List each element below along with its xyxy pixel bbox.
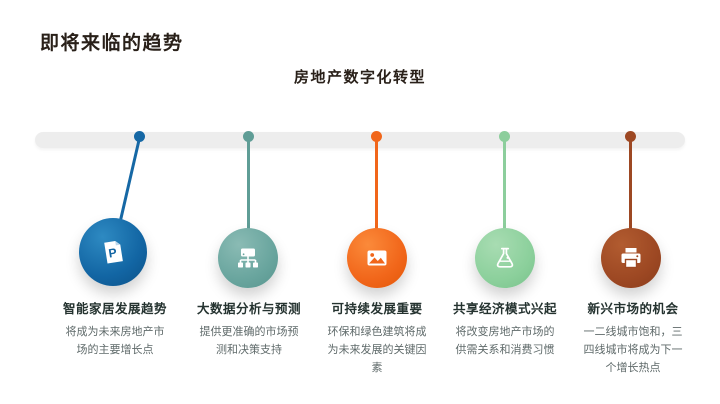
item-description: 将改变房地产市场的供需关系和消费习惯 bbox=[455, 326, 555, 356]
item-heading: 可持续发展重要 bbox=[331, 302, 423, 316]
timeline-dot-3 bbox=[371, 131, 382, 142]
item-description: 提供更准确的市场预测和决策支持 bbox=[199, 326, 299, 356]
flask-icon bbox=[496, 247, 514, 268]
item-circle-2 bbox=[218, 228, 278, 288]
item-description: 一二线城市饱和，三四线城市将成为下一个增长热点 bbox=[583, 326, 683, 374]
pendulum-line-3 bbox=[375, 140, 378, 232]
item-heading: 大数据分析与预测 bbox=[196, 302, 301, 316]
item-heading: 共享经济模式兴起 bbox=[452, 302, 557, 316]
timeline-dot-1 bbox=[134, 131, 145, 142]
pendulum-line-4 bbox=[503, 140, 506, 232]
pendulum-line-5 bbox=[629, 140, 632, 232]
timeline-item-5: 新兴市场的机会 一二线城市饱和，三四线城市将成为下一个增长热点 bbox=[567, 298, 699, 377]
timeline-item-4: 共享经济模式兴起 将改变房地产市场的供需关系和消费习惯 bbox=[439, 298, 571, 360]
timeline-item-2: 大数据分析与预测 提供更准确的市场预测和决策支持 bbox=[183, 298, 315, 360]
page-title: 即将来临的趋势 bbox=[40, 33, 184, 54]
item-heading: 智能家居发展趋势 bbox=[62, 302, 167, 316]
timeline-item-3: 可持续发展重要 环保和绿色建筑将成为未来发展的关键因素 bbox=[311, 298, 443, 377]
slide-subtitle: 房地产数字化转型 bbox=[293, 69, 426, 86]
timeline-bar bbox=[35, 132, 685, 148]
sitemap-icon bbox=[238, 248, 258, 268]
pendulum-line-2 bbox=[247, 140, 250, 232]
image-icon bbox=[367, 250, 387, 266]
item-description: 将成为未来房地产市场的主要增长点 bbox=[65, 326, 165, 356]
timeline-dot-5 bbox=[625, 131, 636, 142]
item-circle-5 bbox=[601, 228, 661, 288]
timeline-dot-4 bbox=[499, 131, 510, 142]
item-circle-4 bbox=[475, 228, 535, 288]
pendulum-line-1 bbox=[119, 137, 141, 221]
printer-icon bbox=[621, 248, 641, 269]
item-heading: 新兴市场的机会 bbox=[587, 302, 679, 316]
timeline-dot-2 bbox=[243, 131, 254, 142]
item-description: 环保和绿色建筑将成为未来发展的关键因素 bbox=[327, 326, 427, 374]
item-circle-1: P bbox=[79, 218, 147, 286]
document-p-icon: P bbox=[104, 240, 123, 264]
document-p-letter: P bbox=[108, 246, 118, 261]
item-circle-3 bbox=[347, 228, 407, 288]
timeline-item-1: 智能家居发展趋势 将成为未来房地产市场的主要增长点 bbox=[49, 298, 181, 360]
